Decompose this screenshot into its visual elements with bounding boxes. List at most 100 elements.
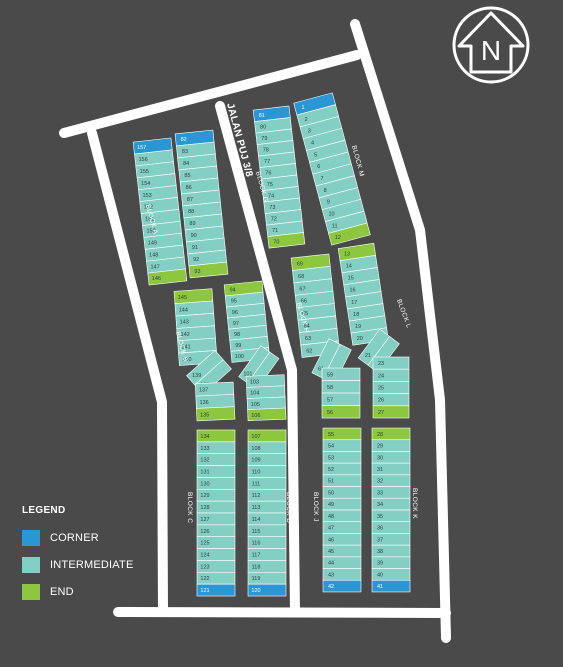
lot-125[interactable]: 125 — [196, 536, 236, 549]
lot-146[interactable]: 146 — [147, 268, 188, 286]
lot-154[interactable]: 154 — [136, 173, 177, 191]
lot-120[interactable]: 120 — [247, 583, 287, 597]
lot-114[interactable]: 114 — [247, 512, 287, 526]
lot-157[interactable]: 157 — [132, 137, 173, 155]
lot-117[interactable]: 117 — [247, 548, 287, 561]
lot-number: 146 — [152, 276, 161, 282]
lot-93[interactable]: 93 — [188, 261, 229, 279]
lot-51[interactable]: 51 — [322, 474, 362, 487]
lot-58[interactable]: 58 — [321, 380, 361, 394]
lot-130[interactable]: 130 — [196, 477, 236, 490]
lot-56[interactable]: 56 — [321, 405, 361, 419]
lot-129[interactable]: 129 — [196, 488, 236, 502]
lot-147[interactable]: 147 — [146, 256, 186, 274]
lot-44[interactable]: 44 — [322, 556, 362, 569]
lot-54[interactable]: 54 — [322, 439, 362, 452]
lot-116[interactable]: 116 — [247, 536, 287, 549]
lot-121[interactable]: 121 — [196, 583, 236, 597]
lot-41[interactable]: 41 — [371, 579, 411, 593]
lot-31[interactable]: 31 — [371, 462, 411, 476]
lot-133[interactable]: 133 — [196, 441, 236, 455]
lot-29[interactable]: 29 — [371, 439, 411, 452]
lot-38[interactable]: 38 — [371, 544, 411, 558]
lot-27[interactable]: 27 — [372, 405, 410, 419]
lot-128[interactable]: 128 — [196, 500, 236, 514]
lot-53[interactable]: 53 — [322, 451, 362, 464]
lot-127[interactable]: 127 — [196, 512, 236, 526]
lot-97[interactable]: 97 — [227, 313, 267, 330]
lot-83[interactable]: 83 — [176, 141, 216, 159]
lot-30[interactable]: 30 — [371, 451, 411, 464]
lot-84[interactable]: 84 — [177, 153, 217, 171]
lot-34[interactable]: 34 — [371, 497, 411, 511]
lot-parcel — [196, 583, 236, 597]
lot-92[interactable]: 92 — [187, 249, 227, 267]
lot-number: 133 — [200, 446, 209, 452]
lot-132[interactable]: 132 — [196, 453, 236, 466]
lot-15[interactable]: 15 — [341, 267, 380, 286]
lot-26[interactable]: 26 — [372, 393, 410, 407]
lot-131[interactable]: 131 — [196, 465, 236, 478]
lot-12[interactable]: 12 — [328, 222, 371, 246]
lot-number: 15 — [348, 276, 354, 282]
lot-123[interactable]: 123 — [196, 560, 236, 573]
lot-32[interactable]: 32 — [371, 474, 411, 487]
lot-42[interactable]: 42 — [322, 579, 362, 593]
lot-151[interactable]: 151 — [140, 209, 181, 226]
lot-70[interactable]: 70 — [267, 232, 306, 249]
lot-36[interactable]: 36 — [371, 521, 411, 534]
lot-109[interactable]: 109 — [247, 453, 287, 466]
lot-78[interactable]: 78 — [256, 140, 295, 157]
lot-122[interactable]: 122 — [196, 571, 236, 585]
lot-118[interactable]: 118 — [247, 560, 287, 573]
lot-111[interactable]: 111 — [247, 477, 287, 490]
lot-55[interactable]: 55 — [322, 427, 362, 441]
lot-59[interactable]: 59 — [321, 367, 361, 381]
lot-156[interactable]: 156 — [134, 149, 174, 167]
lot-48[interactable]: 48 — [322, 509, 362, 523]
lot-137[interactable]: 137 — [194, 381, 235, 397]
lot-105[interactable]: 105 — [246, 396, 286, 410]
lot-135[interactable]: 135 — [196, 406, 236, 422]
lot-47[interactable]: 47 — [322, 521, 362, 534]
lot-108[interactable]: 108 — [247, 441, 287, 455]
lot-152[interactable]: 152 — [139, 197, 180, 214]
lot-113[interactable]: 113 — [247, 500, 287, 514]
lot-103[interactable]: 103 — [245, 374, 285, 388]
lot-43[interactable]: 43 — [322, 568, 362, 581]
lot-76[interactable]: 76 — [259, 163, 298, 180]
lot-57[interactable]: 57 — [321, 392, 361, 406]
lot-35[interactable]: 35 — [371, 509, 411, 523]
lot-150[interactable]: 150 — [142, 220, 182, 238]
lot-24[interactable]: 24 — [372, 368, 410, 382]
lot-136[interactable]: 136 — [195, 394, 235, 409]
lot-91[interactable]: 91 — [186, 237, 226, 255]
lot-119[interactable]: 119 — [247, 571, 287, 585]
lot-115[interactable]: 115 — [247, 524, 287, 538]
lot-110[interactable]: 110 — [247, 465, 287, 478]
lot-50[interactable]: 50 — [322, 486, 362, 499]
lot-104[interactable]: 104 — [246, 385, 286, 399]
lot-28[interactable]: 28 — [371, 427, 411, 441]
lot-106[interactable]: 106 — [247, 407, 287, 422]
lot-45[interactable]: 45 — [322, 544, 362, 558]
lot-126[interactable]: 126 — [196, 524, 236, 538]
lot-37[interactable]: 37 — [371, 533, 411, 546]
lot-23[interactable]: 23 — [372, 356, 410, 370]
lot-81[interactable]: 81 — [252, 105, 291, 122]
lot-124[interactable]: 124 — [196, 548, 236, 561]
lot-89[interactable]: 89 — [183, 213, 224, 231]
lot-number: 14 — [346, 264, 352, 270]
lot-46[interactable]: 46 — [322, 533, 362, 546]
lot-107[interactable]: 107 — [247, 429, 287, 443]
lot-16[interactable]: 16 — [343, 279, 382, 298]
lot-39[interactable]: 39 — [371, 556, 411, 569]
lot-33[interactable]: 33 — [371, 486, 411, 499]
lot-25[interactable]: 25 — [372, 381, 410, 394]
lot-49[interactable]: 49 — [322, 497, 362, 511]
lot-66[interactable]: 66 — [294, 290, 335, 309]
lot-134[interactable]: 134 — [196, 429, 236, 443]
lot-40[interactable]: 40 — [371, 568, 411, 581]
lot-52[interactable]: 52 — [322, 462, 362, 476]
lot-112[interactable]: 112 — [247, 488, 287, 502]
